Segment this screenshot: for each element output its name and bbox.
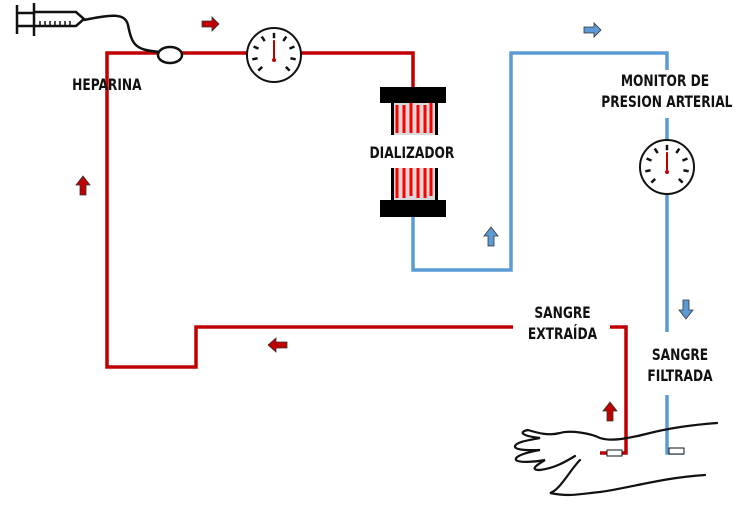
arterial-line-to-dialyzer <box>301 51 415 87</box>
venous-needle <box>668 447 685 455</box>
heparin-label: HEPARINA <box>72 75 142 94</box>
extracted-label-line2: EXTRAÍDA <box>527 324 598 343</box>
extracted-blood-label: SANGRE EXTRAÍDA <box>522 302 603 344</box>
arm-icon <box>513 421 719 497</box>
arterial-needle <box>606 449 623 457</box>
arterial-line-return <box>105 51 513 369</box>
pressure-gauge-icon <box>639 139 695 195</box>
pressure-gauge-icon <box>246 27 302 83</box>
extracted-label-line1: SANGRE <box>534 303 591 322</box>
dialyzer-icon <box>380 87 446 217</box>
monitor-label-line1: MONITOR DE <box>620 71 710 90</box>
monitor-label-line2: PRESION ARTERIAL <box>601 92 733 111</box>
arrow-icon <box>75 16 694 422</box>
monitor-label: MONITOR DE PRESION ARTERIAL <box>601 70 733 112</box>
filtered-blood-label: SANGRE FILTRADA <box>642 344 719 386</box>
filtered-label-line2: FILTRADA <box>647 366 713 385</box>
filtered-label-line1: SANGRE <box>651 345 709 364</box>
venous-line-to-arm <box>665 395 684 455</box>
dialyzer-label: DIALIZADOR <box>369 143 455 162</box>
arterial-line <box>600 325 628 455</box>
venous-line <box>411 51 669 272</box>
syringe-icon <box>15 3 184 65</box>
